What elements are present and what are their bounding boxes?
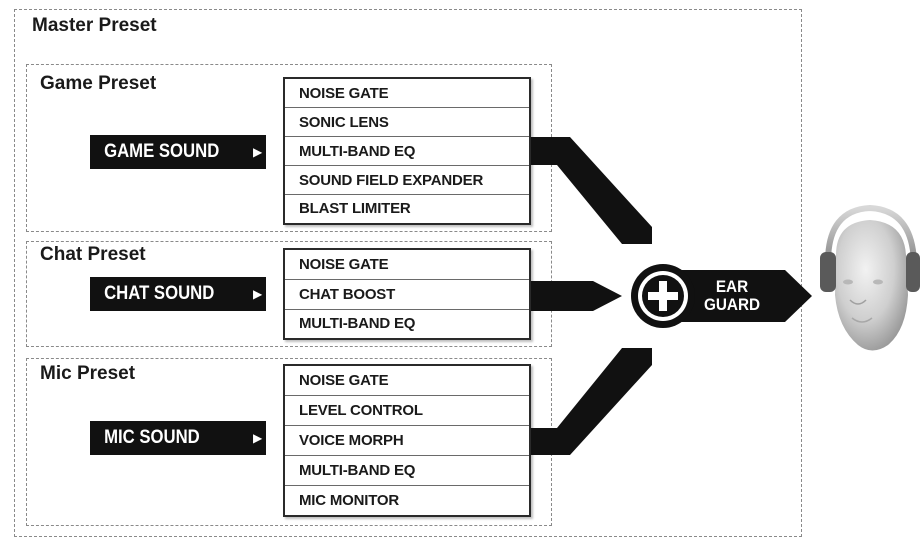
chat-effects-list: NOISE GATE CHAT BOOST MULTI-BAND EQ <box>283 248 531 340</box>
mixer-plus-icon <box>631 264 695 328</box>
ear-guard-arrow <box>675 270 812 322</box>
chat-sound-arrow-icon: ▶ <box>253 287 263 301</box>
effect-noise-gate: NOISE GATE <box>285 250 529 280</box>
ear-guard-label: EAR GUARD <box>696 278 768 314</box>
mic-flow-arrow <box>531 348 652 455</box>
mic-preset-title: Mic Preset <box>40 363 136 384</box>
effect-mic-monitor: MIC MONITOR <box>299 492 400 509</box>
effect-multi-band-eq: MULTI-BAND EQ <box>285 456 529 486</box>
master-preset-frame <box>14 9 802 537</box>
effect-noise-gate: NOISE GATE <box>285 79 529 108</box>
game-sound-arrow-icon: ▶ <box>253 145 263 159</box>
headphones-head-icon <box>820 204 920 351</box>
game-effects-list: NOISE GATE SONIC LENS MULTI-BAND EQ SOUN… <box>283 77 531 225</box>
ear-guard-line2: GUARD <box>703 295 761 314</box>
effect-multi-band-eq: MULTI-BAND EQ <box>285 137 529 166</box>
game-preset-title: Game Preset <box>40 73 157 94</box>
effect-level-control: LEVEL CONTROL <box>285 396 529 426</box>
effect-voice-morph: VOICE MORPH <box>285 426 529 456</box>
mic-effects-list: NOISE GATE LEVEL CONTROL VOICE MORPH MUL… <box>283 364 531 517</box>
chat-flow-arrow <box>531 281 622 311</box>
game-sound-label: GAME SOUND <box>90 135 266 169</box>
mic-sound-arrow-icon: ▶ <box>253 431 263 445</box>
game-flow-arrow <box>531 137 652 244</box>
effect-chat-boost: CHAT BOOST <box>285 280 529 310</box>
mic-sound-label: MIC SOUND <box>90 421 266 455</box>
effect-multi-band-eq: MULTI-BAND EQ <box>299 315 416 332</box>
effect-blast-limiter: BLAST LIMITER <box>299 200 411 217</box>
chat-preset-title: Chat Preset <box>40 244 146 265</box>
effect-noise-gate: NOISE GATE <box>285 366 529 396</box>
effect-sonic-lens: SONIC LENS <box>285 108 529 137</box>
chat-sound-label: CHAT SOUND <box>90 277 266 311</box>
ear-guard-line1: EAR <box>715 277 749 296</box>
master-preset-title: Master Preset <box>32 15 157 36</box>
effect-sound-field-expander: SOUND FIELD EXPANDER <box>285 166 529 195</box>
